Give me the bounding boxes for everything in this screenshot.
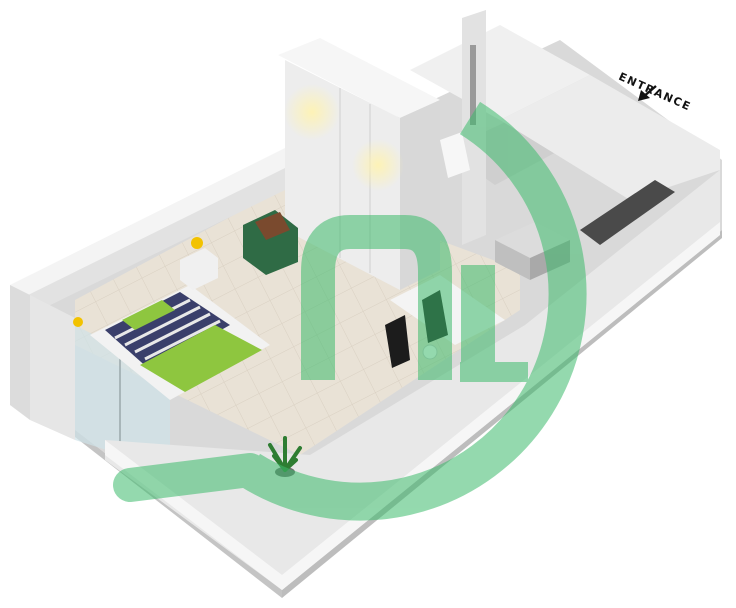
bedside-lamp — [191, 237, 203, 249]
bed-stripes — [114, 298, 221, 361]
kitchen-wall — [500, 75, 720, 200]
lamp-glow — [352, 139, 404, 191]
nightstand — [180, 248, 218, 290]
bathroom-wall-top — [410, 25, 590, 120]
wardrobe-top — [278, 38, 440, 118]
wall-left-back-face — [18, 168, 285, 315]
watermark-logo — [113, 101, 587, 521]
toilet — [440, 132, 470, 178]
arrow-down-left-icon — [638, 85, 657, 101]
bedside-lamp — [73, 317, 83, 327]
wall-front-left — [30, 295, 75, 440]
pillow — [122, 300, 175, 330]
bed-throw — [140, 325, 262, 392]
lamp-glow — [284, 84, 340, 140]
balcony-glass — [75, 325, 170, 470]
wall-left-back — [10, 148, 285, 305]
wall-left-end — [10, 285, 30, 420]
kitchen-counter — [580, 180, 675, 245]
shower-fixture — [470, 45, 476, 125]
armchair-cushion — [255, 212, 290, 240]
island-front — [495, 240, 530, 280]
dining-chair — [385, 315, 410, 368]
